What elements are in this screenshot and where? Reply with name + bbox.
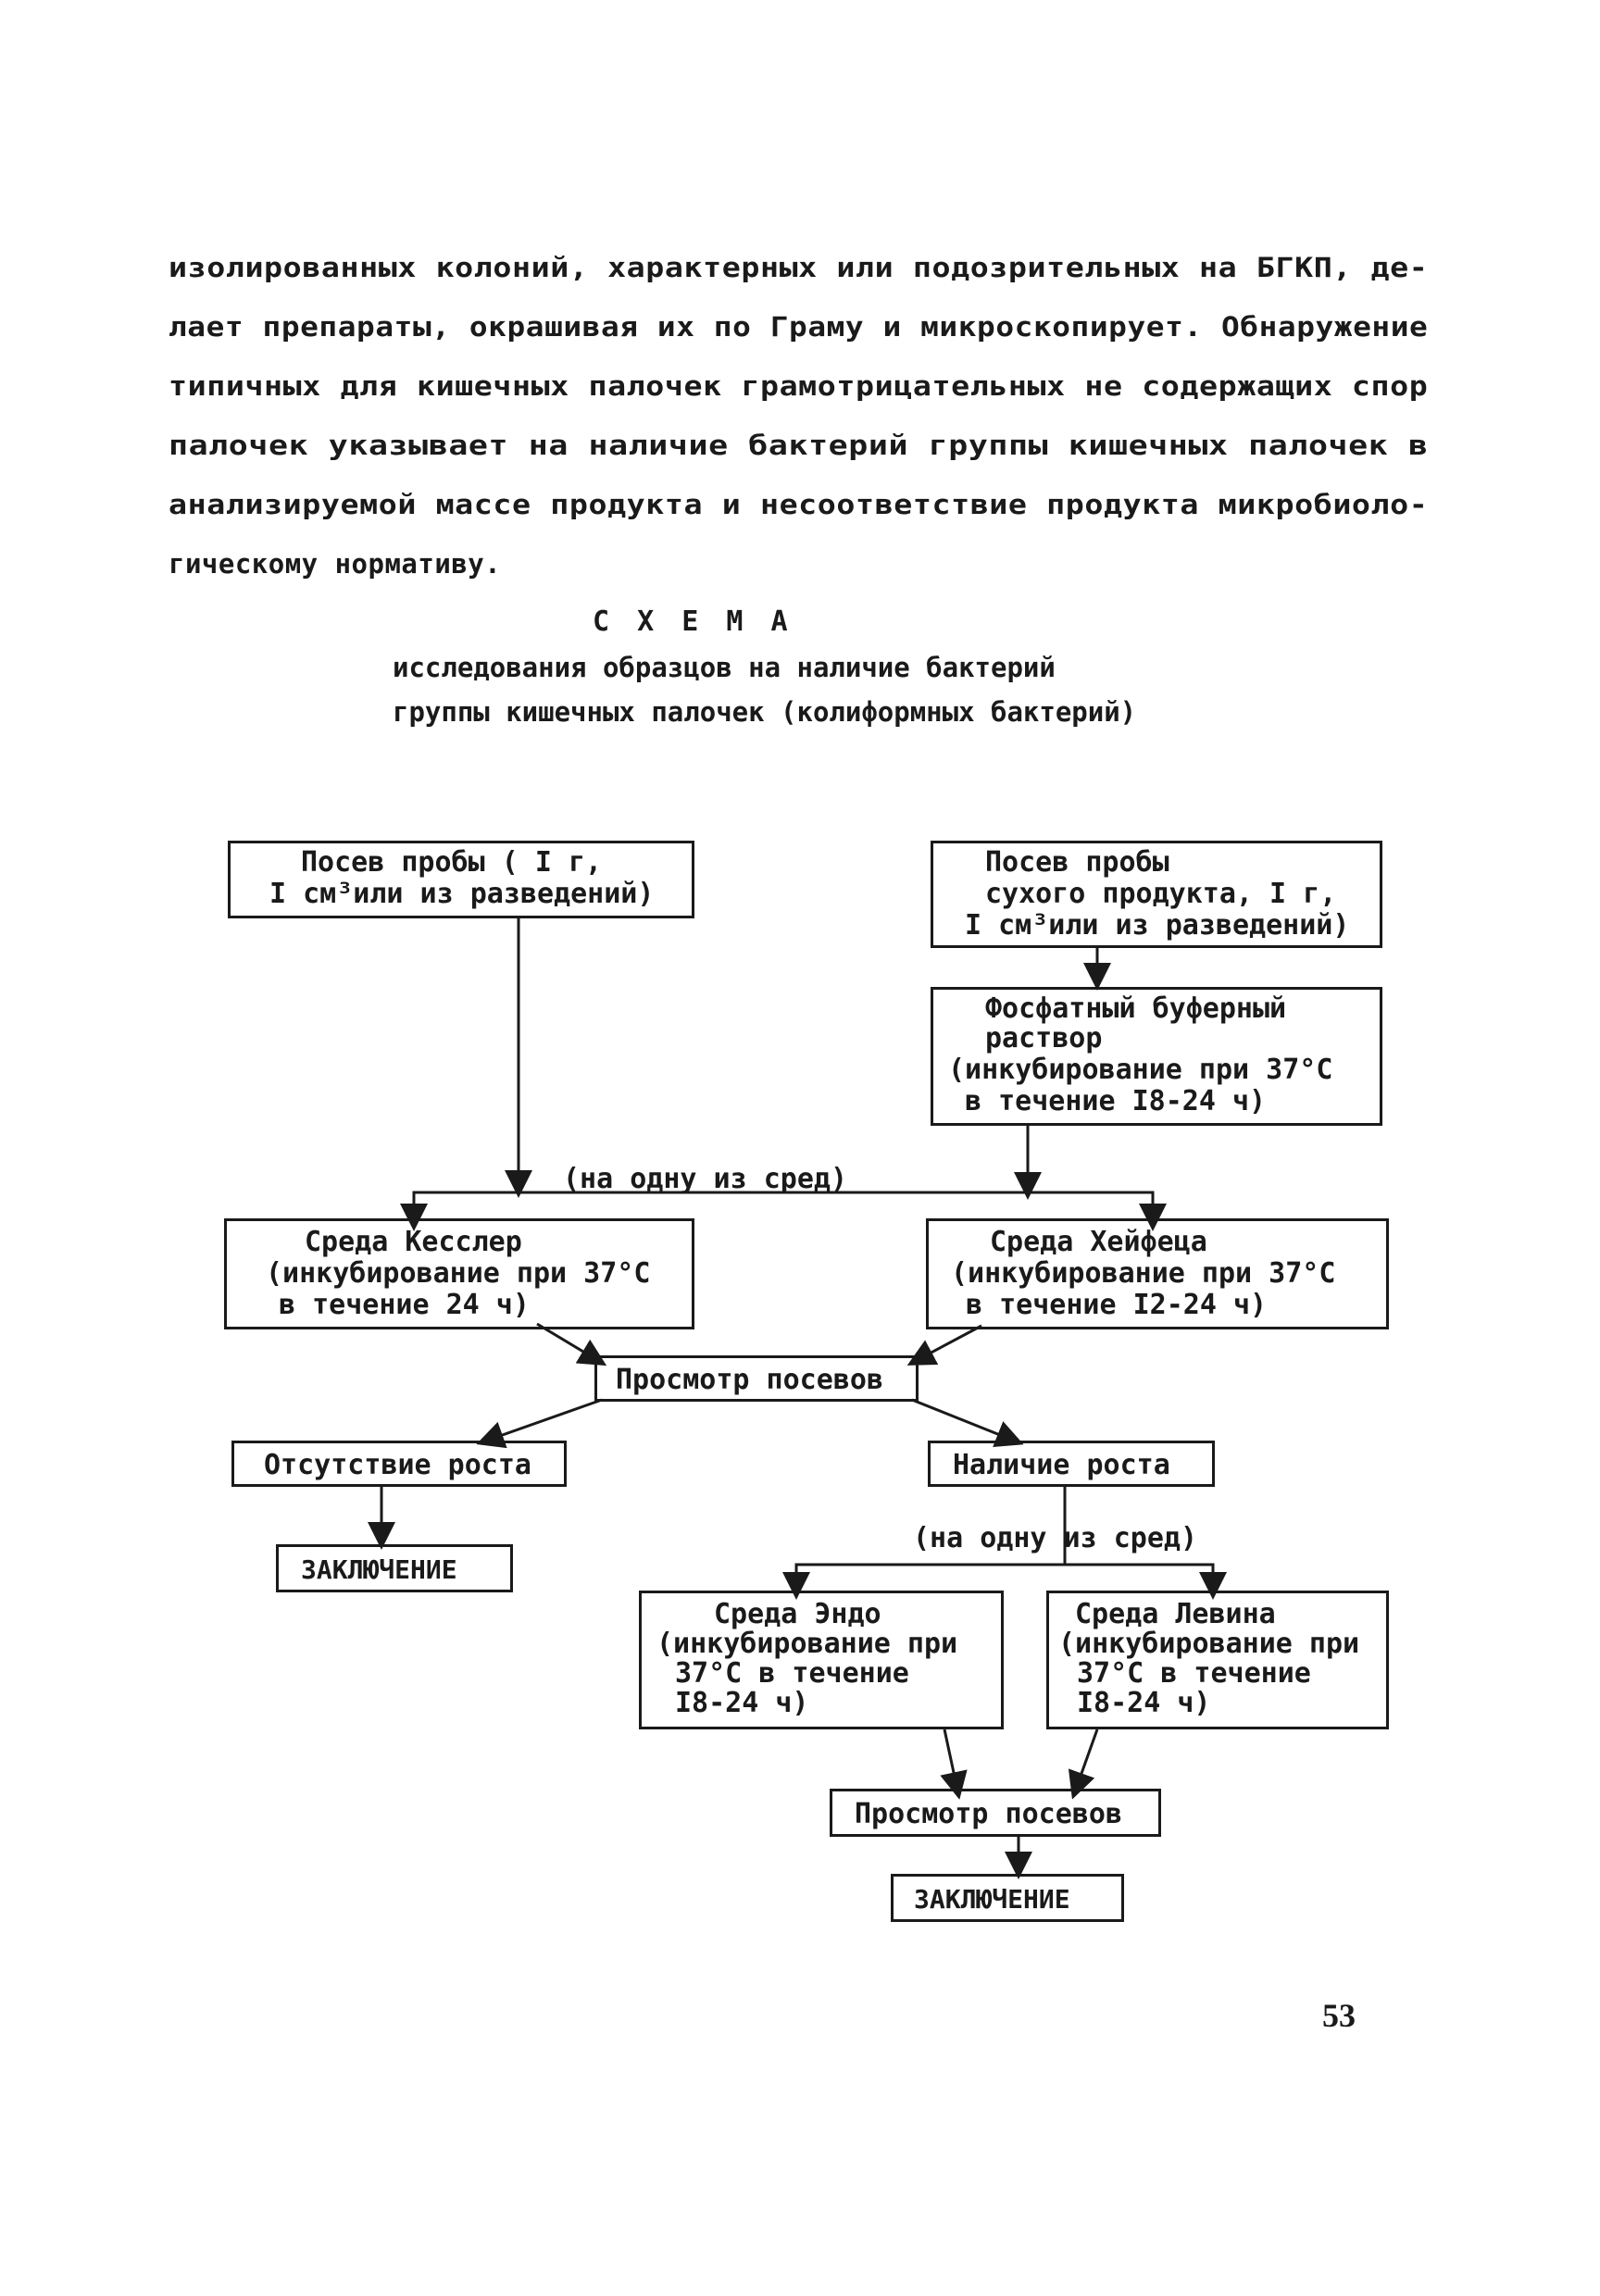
arrow-levin-to-review2 <box>1068 1728 1099 1800</box>
scheme-subtitle-line1: исследования образцов на наличие бактери… <box>393 652 1056 683</box>
arrow-endo-to-review2 <box>940 1728 968 1800</box>
arrow-review-to-nogrowth <box>476 1398 603 1449</box>
paragraph-line: типичных для кишечных палочек грамотрица… <box>169 370 1429 402</box>
box-review-cultures-2: Просмотр посевов <box>830 1789 1161 1837</box>
box-text-line: в течение I2-24 ч) <box>966 1289 1268 1321</box>
box-text-line: I8-24 ч) <box>675 1687 809 1719</box>
box-text-line: Среда Кесслер <box>305 1226 522 1258</box>
box-text-line: Наличие роста <box>953 1449 1170 1481</box>
scheme-subtitle-line2: группы кишечных палочек (колиформных бак… <box>393 696 1137 728</box>
box-text-line: I см³или из разведений) <box>965 909 1350 942</box>
box-text-line: ЗАКЛЮЧЕНИЕ <box>301 1554 457 1585</box>
box-text-line: раствор <box>985 1022 1103 1054</box>
box-text-line: Просмотр посевов <box>616 1364 883 1396</box>
box-text-line: (инкубирование при <box>656 1628 958 1660</box>
box-text-line: Отсутствие роста <box>264 1449 531 1481</box>
box-text-line: Среда Эндо <box>714 1598 881 1630</box>
box-conclusion-2: ЗАКЛЮЧЕНИЕ <box>891 1874 1124 1922</box>
box-text-line: I см³или из разведений) <box>269 878 655 910</box>
arrow-review-to-growth <box>911 1398 1024 1448</box>
box-sample-right: Посев пробы сухого продукта, I г, I см³и… <box>931 841 1382 948</box>
scheme-title: С Х Е М А <box>593 605 794 638</box>
box-conclusion-1: ЗАКЛЮЧЕНИЕ <box>276 1544 513 1592</box>
paragraph-line: анализируемой массе продукта и несоответ… <box>169 489 1429 520</box>
box-text-line: Просмотр посевов <box>855 1798 1122 1830</box>
box-phosphate-buffer: Фосфатный буферный раствор (инкубировани… <box>931 987 1382 1126</box>
box-sample-left: Посев пробы ( I г, I см³или из разведени… <box>228 841 694 918</box>
box-heifets-medium: Среда Хейфеца (инкубирование при 37°С в … <box>926 1218 1389 1329</box>
box-review-cultures-1: Просмотр посевов <box>594 1355 919 1402</box>
box-text-line: Фосфатный буферный <box>985 992 1287 1025</box>
box-text-line: в течение 24 ч) <box>279 1289 530 1321</box>
box-endo-medium: Среда Эндо (инкубирование при 37°С в теч… <box>639 1591 1004 1729</box>
box-text-line: Посев пробы ( I г, <box>301 846 603 879</box>
paragraph-line: лает препараты, окрашивая их по Граму и … <box>169 311 1429 343</box>
box-text-line: (инкубирование при 37°С <box>266 1257 651 1290</box>
media-note-1: (на одну из сред) <box>563 1163 848 1195</box>
box-text-line: Посев пробы <box>985 846 1169 879</box>
box-text-line: 37°С в течение <box>675 1657 909 1690</box>
page-number: 53 <box>1322 1997 1356 2034</box>
box-growth: Наличие роста <box>928 1441 1215 1487</box>
box-text-line: в течение I8-24 ч) <box>965 1085 1267 1117</box>
box-text-line: сухого продукта, I г, <box>985 878 1337 910</box>
box-text-line: 37°С в течение <box>1077 1657 1311 1690</box>
media-note-2: (на одну из сред) <box>913 1522 1198 1554</box>
arrow-kessler-to-review <box>536 1322 607 1366</box>
box-text-line: (инкубирование при <box>1058 1628 1360 1660</box>
box-text-line: Среда Хейфеца <box>990 1226 1207 1258</box>
box-text-line: I8-24 ч) <box>1077 1687 1211 1719</box>
box-text-line: (инкубирование при 37°С <box>951 1257 1336 1290</box>
arrow-heifets-to-review <box>906 1324 982 1366</box>
paragraph-line: палочек указывает на наличие бактерий гр… <box>169 430 1429 461</box>
box-levin-medium: Среда Левина (инкубирование при 37°С в т… <box>1046 1591 1389 1729</box>
box-kessler-medium: Среда Кесслер (инкубирование при 37°С в … <box>224 1218 694 1329</box>
box-text-line: (инкубирование при 37°С <box>948 1054 1333 1086</box>
box-no-growth: Отсутствие роста <box>231 1441 567 1487</box>
box-text-line: Среда Левина <box>1075 1598 1276 1630</box>
paragraph-line: гическому нормативу. <box>169 548 502 580</box>
paragraph-line: изолированных колоний, характерных или п… <box>169 252 1429 283</box>
box-text-line: ЗАКЛЮЧЕНИЕ <box>914 1884 1070 1915</box>
